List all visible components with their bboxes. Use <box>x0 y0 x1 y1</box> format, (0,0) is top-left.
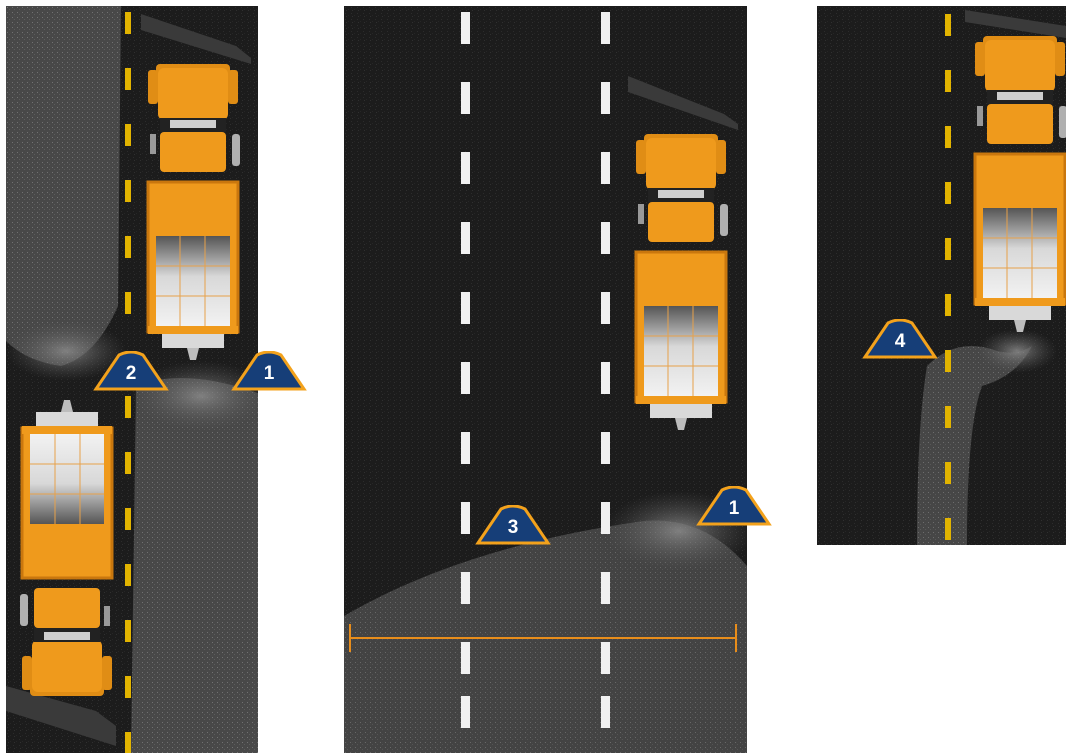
callout-badge: 1 <box>696 486 772 526</box>
salt-spray <box>977 329 1057 373</box>
callout-badge: 4 <box>862 319 938 359</box>
salted-lane <box>6 6 121 366</box>
callout-number: 1 <box>264 363 275 385</box>
plow-truck <box>148 64 240 360</box>
callout-number: 3 <box>508 517 519 539</box>
callout-number: 4 <box>895 331 906 353</box>
center-road-scene <box>344 6 747 753</box>
callout-badge: 1 <box>231 351 307 391</box>
callout-number: 2 <box>126 363 137 385</box>
callout-badge: 2 <box>93 351 169 391</box>
plow-truck <box>975 36 1066 332</box>
right-road-scene <box>817 6 1066 545</box>
center-road-panel <box>344 6 747 753</box>
plow-truck <box>20 400 112 696</box>
plow-truck <box>636 134 728 430</box>
right-road-panel <box>817 6 1066 545</box>
callout-badge: 3 <box>475 505 551 545</box>
callout-number: 1 <box>729 498 740 520</box>
salted-lane <box>131 378 266 753</box>
